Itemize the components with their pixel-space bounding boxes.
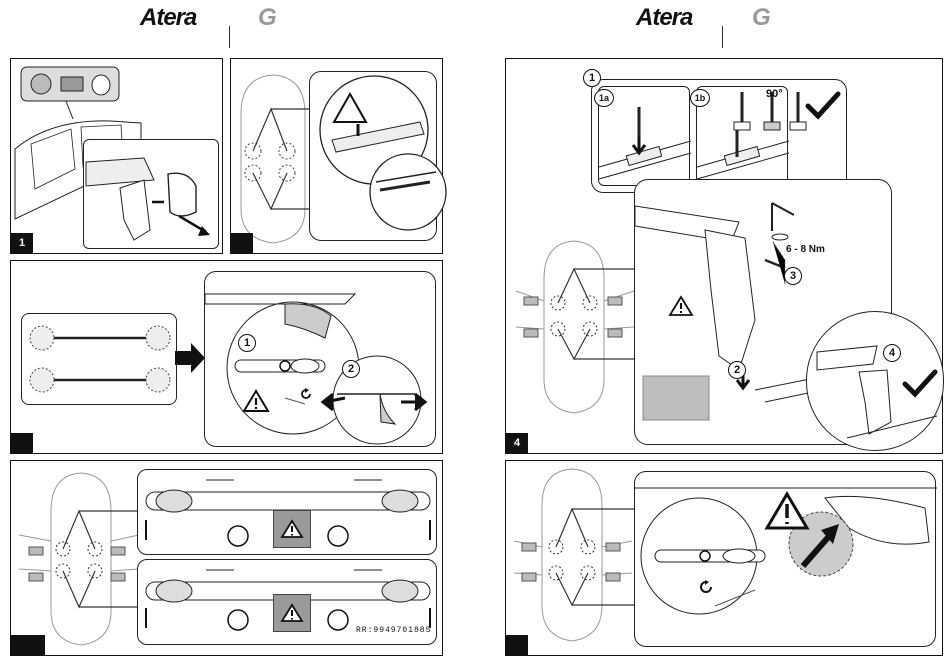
step-panel-1: 1 — [10, 58, 223, 254]
header-divider-right — [722, 26, 723, 48]
brand-logo-right: Atera — [636, 4, 692, 32]
callout-1b-badge: 1b — [690, 89, 710, 107]
two-bars-illustration — [22, 314, 178, 406]
step-number-4: 4 — [506, 433, 528, 453]
variant-label-left: G — [258, 4, 277, 32]
warning-icon — [669, 296, 693, 316]
warning-icon — [281, 520, 303, 538]
rotate-icon — [699, 580, 713, 594]
detail-inset-rail — [309, 71, 437, 241]
angle-label: 90° — [766, 88, 783, 100]
car-doors-open-illustration — [512, 229, 642, 429]
warning-icon — [281, 604, 303, 622]
part-code-label: RR:9949701885 — [356, 626, 431, 635]
step-number-2 — [231, 233, 253, 253]
rotate-icon — [300, 388, 312, 400]
rail-clamp-illustration — [310, 72, 438, 242]
car-doors-open-illustration — [510, 465, 640, 655]
car-doors-open-illustration — [11, 461, 151, 651]
detail-inset-foot — [83, 139, 219, 249]
bar-adjust-inset-bottom: RR:9949701885 — [137, 559, 437, 645]
step-panel-5: RR:9949701885 — [10, 460, 443, 656]
tighten-detail-inset — [634, 471, 936, 647]
clamp-detail-illustration — [205, 272, 437, 448]
callout-1-badge: 1 — [238, 334, 256, 352]
step-panel-2 — [230, 58, 443, 254]
big-arrow-right-icon — [175, 343, 205, 373]
step-number-6 — [506, 635, 528, 655]
step-panel-3: 1 2 — [10, 260, 443, 454]
checkmark-icon — [903, 370, 937, 396]
step-panel-4: 90° 1 1a 1b 6 - 8 Nm — [505, 58, 943, 454]
step-number-3 — [11, 433, 33, 453]
foot-cover-illustration — [84, 140, 220, 250]
step-number-5 — [11, 635, 45, 655]
callout-3-main-badge: 3 — [784, 267, 802, 285]
warning-icon — [765, 492, 809, 530]
callout-4-main-badge: 4 — [883, 344, 901, 362]
callout-2-main-badge: 2 — [728, 361, 746, 379]
callout-1-group: 90° — [591, 79, 847, 193]
warning-icon — [243, 390, 269, 412]
warning-block-top — [273, 510, 311, 548]
final-check-inset: 4 — [806, 311, 944, 451]
step-panel-6 — [505, 460, 943, 656]
torque-label: 6 - 8 Nm — [786, 244, 825, 255]
bars-overview-inset — [21, 313, 177, 405]
bar-adjust-inset-top — [137, 469, 437, 555]
checkmark-icon — [806, 92, 840, 118]
variant-label-right: G — [752, 4, 771, 32]
callout-1-main-badge: 1 — [583, 69, 601, 87]
warning-block-bottom — [273, 594, 311, 632]
clamp-detail-inset: 1 2 — [204, 271, 436, 447]
callout-2-badge: 2 — [342, 360, 360, 378]
header-divider-left — [229, 26, 230, 48]
brand-logo-left: Atera — [140, 4, 196, 32]
callout-1a-badge: 1a — [594, 89, 614, 107]
allen-key-icon — [768, 201, 798, 241]
step-number-1: 1 — [11, 233, 33, 253]
